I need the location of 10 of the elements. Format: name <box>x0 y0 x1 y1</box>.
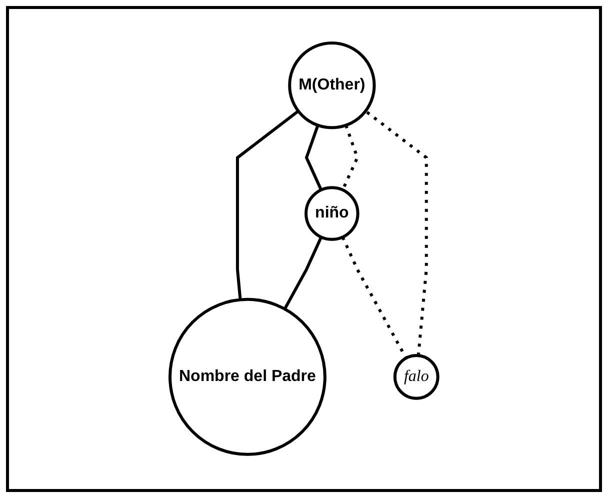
connector <box>304 125 323 191</box>
node-circle <box>168 298 327 456</box>
connector <box>284 236 323 310</box>
node-circle <box>304 186 360 242</box>
node-circle <box>394 354 440 400</box>
connector <box>364 110 428 356</box>
connector <box>341 236 408 360</box>
diagram-frame: M(Other) falo niño Nombre del Padre <box>6 6 602 492</box>
node-circle <box>288 42 376 130</box>
connector <box>236 110 300 300</box>
